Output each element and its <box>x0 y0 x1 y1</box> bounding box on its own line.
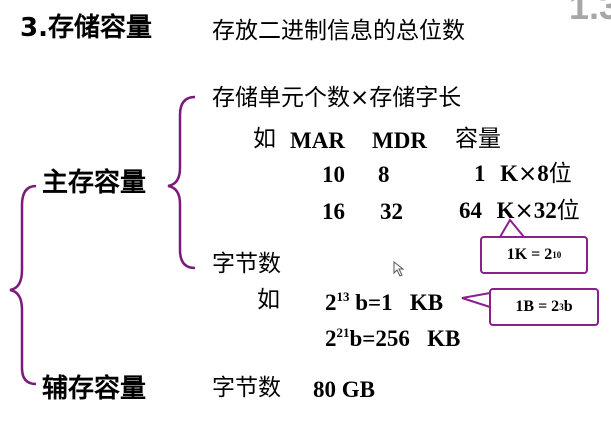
row1-cap-num: 1 <box>474 161 486 186</box>
callout-1k-base: 1K = 2 <box>506 246 553 263</box>
line1-rest: b=1 KB <box>349 290 444 315</box>
header-mar: MAR <box>290 128 345 153</box>
aux-formula-label: 字节数 <box>212 375 281 401</box>
line2-base: 2 <box>325 326 337 351</box>
inner-brace <box>167 95 196 270</box>
row2-capacity: 64 K×32位 <box>459 199 580 223</box>
line2-exp: 21 <box>336 325 350 340</box>
row2-cap-unit: K <box>496 198 515 223</box>
example-ru-2: 如 <box>257 287 280 313</box>
example-line2: 221b=256 KB <box>325 325 461 351</box>
row2-mdr: 32 <box>380 199 403 224</box>
callout-1b-suffix: b <box>563 298 573 315</box>
line1-base: 2 <box>325 290 337 315</box>
callout2-pointer <box>461 292 491 308</box>
section-title: 3.存储容量 <box>20 13 152 43</box>
formula-units-times-word: 存储单元个数×存储字长 <box>212 85 462 111</box>
page-number-corner: 1.3 <box>568 0 611 27</box>
row1-mdr: 8 <box>378 162 390 187</box>
row1-cap-bits: 8 <box>537 161 549 186</box>
formula-bytes: 字节数 <box>212 251 281 277</box>
line1-exp: 13 <box>336 289 350 304</box>
row1-cap-unit: K <box>500 161 519 186</box>
callout1-pointer <box>499 218 525 238</box>
example-line1: 213 b=1 KB <box>325 289 444 315</box>
header-capacity: 容量 <box>455 126 501 152</box>
aux-memory-label: 辅存容量 <box>42 374 147 404</box>
section-definition: 存放二进制信息的总位数 <box>212 18 465 44</box>
row2-cap-num: 64 <box>459 198 482 223</box>
row2-mar: 16 <box>322 199 345 224</box>
outer-brace <box>9 184 37 386</box>
row2-cap-times: × <box>514 198 534 224</box>
example-ru-1: 如 <box>253 126 276 152</box>
row2-cap-bits: 32 <box>533 198 557 223</box>
row1-capacity: 1 K×8位 <box>474 162 572 186</box>
row2-cap-wei: 位 <box>556 198 580 224</box>
row1-mar: 10 <box>322 162 345 187</box>
row1-cap-times: × <box>518 161 538 187</box>
row1-cap-wei: 位 <box>548 161 572 187</box>
callout-1b-base: 1B = 2 <box>515 298 560 315</box>
header-mdr: MDR <box>372 128 427 153</box>
mouse-cursor <box>393 260 405 277</box>
main-memory-label: 主存容量 <box>42 168 147 198</box>
aux-value: 80 GB <box>313 377 375 402</box>
line2-rest: b=256 KB <box>349 326 461 351</box>
